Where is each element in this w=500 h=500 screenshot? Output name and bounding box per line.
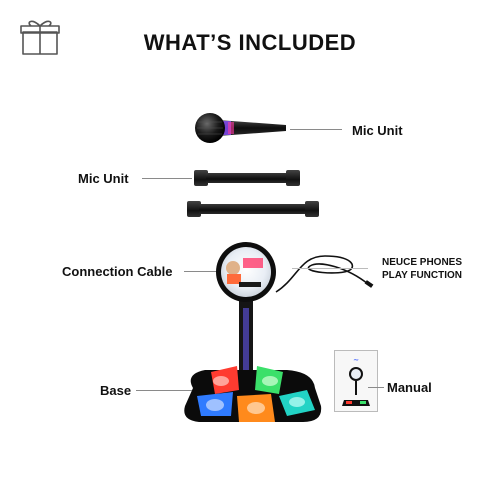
aux-cable-image — [275, 255, 374, 293]
microphone-image — [195, 113, 286, 143]
assembled-stand-image — [184, 242, 322, 422]
pole-segment-1 — [194, 170, 300, 186]
part-label-headphones: NEUCE PHONES PLAY FUNCTION — [382, 256, 462, 282]
gift-box-icon — [20, 20, 60, 55]
headphones-label-line-1: NEUCE PHONES — [382, 257, 463, 268]
leader-line-base — [136, 390, 192, 391]
leader-line-manual — [368, 387, 384, 388]
leader-line-pole-1 — [142, 178, 192, 179]
page-title: WHAT’S INCLUDED — [143, 30, 357, 55]
part-label-manual: Manual — [387, 380, 432, 395]
leader-line-mic — [290, 129, 342, 130]
headphones-label-line-2: PLAY FUNCTION — [382, 270, 463, 281]
part-label-base: Base — [100, 383, 132, 398]
pole-segment-2 — [187, 201, 319, 217]
part-label-connection-cable: Connection Cable — [62, 264, 173, 279]
part-label-mic-unit: Mic Unit — [352, 123, 403, 138]
leader-line-cable — [184, 271, 230, 272]
svg-text:~: ~ — [353, 356, 359, 364]
part-label-pole-unit: Mic Unit — [78, 171, 129, 186]
manual-image: ~ — [334, 350, 378, 412]
leader-line-headphones — [292, 268, 368, 269]
